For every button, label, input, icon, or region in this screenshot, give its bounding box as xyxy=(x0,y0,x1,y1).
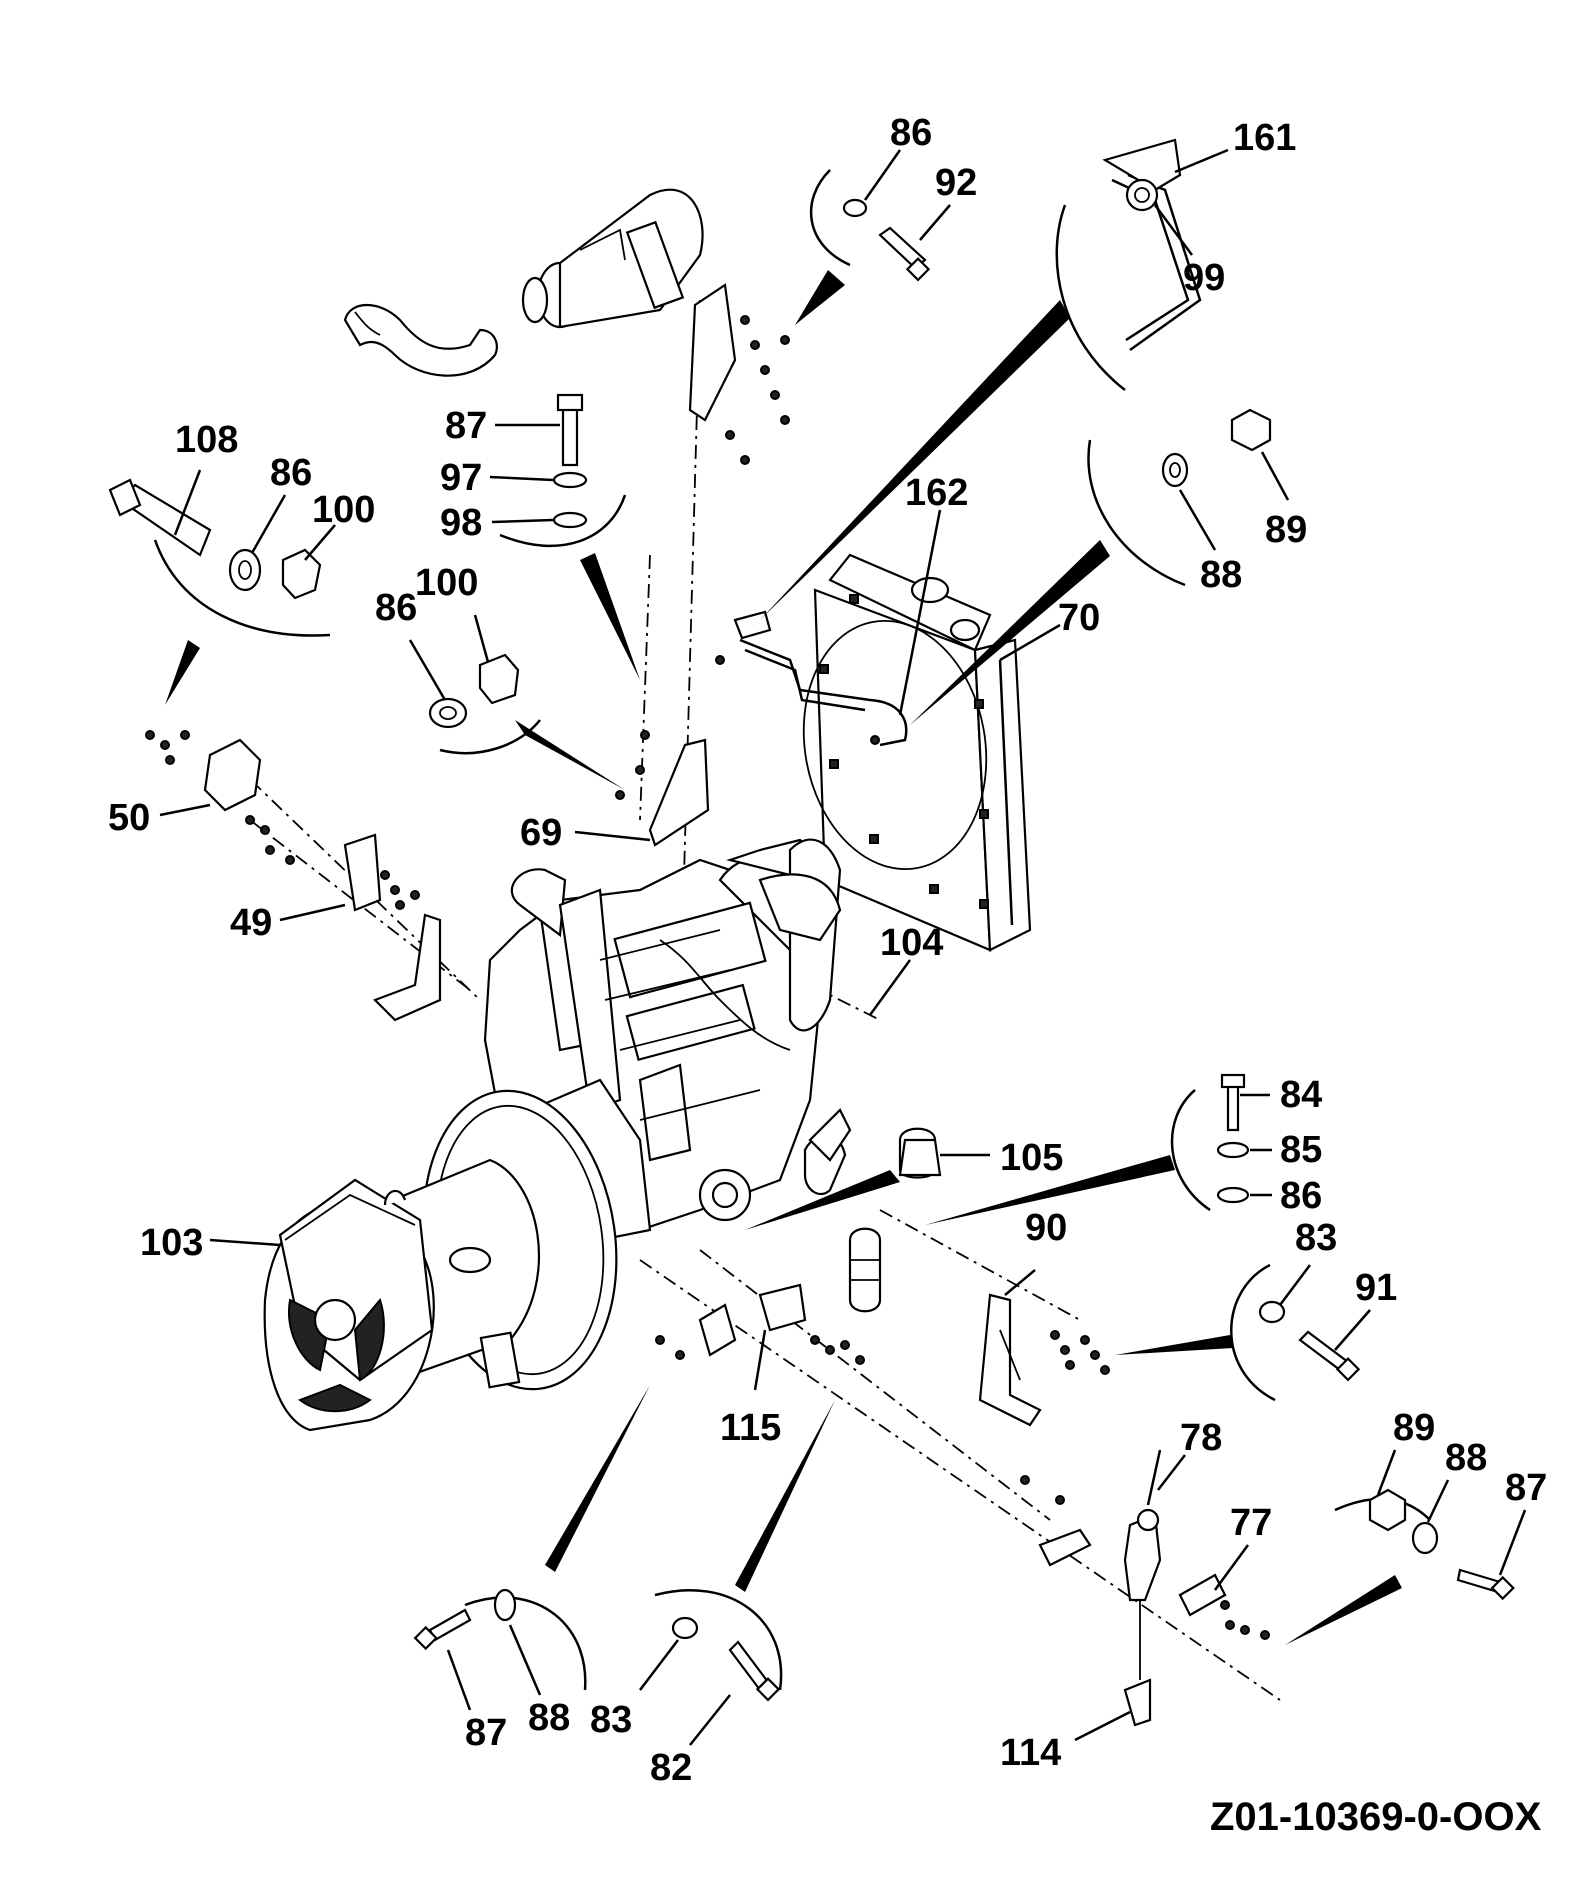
callout-86: 86 xyxy=(890,112,932,154)
isolators-and-fuel-filter xyxy=(655,1227,882,1365)
callout-162: 162 xyxy=(905,472,968,514)
callout-82: 82 xyxy=(650,1747,692,1789)
callout-88: 88 xyxy=(1200,554,1242,596)
callout-97: 97 xyxy=(440,457,482,499)
callout-115: 115 xyxy=(720,1407,781,1449)
callout-50: 50 xyxy=(108,797,150,839)
fuel-primer-assembly xyxy=(1020,1449,1270,1727)
callout-89: 89 xyxy=(1393,1407,1435,1449)
callout-91: 91 xyxy=(1355,1267,1397,1309)
callout-86: 86 xyxy=(1280,1175,1322,1217)
air-cleaner-assembly xyxy=(343,188,704,377)
air-cleaner-bracket xyxy=(615,283,790,847)
callout-161: 161 xyxy=(1233,117,1296,159)
detail-bubble-arcs xyxy=(153,169,1431,1691)
callout-100: 100 xyxy=(415,562,478,604)
leader-lines xyxy=(159,148,1527,1746)
callout-105: 105 xyxy=(1000,1137,1063,1179)
callout-99: 99 xyxy=(1183,257,1225,299)
callout-88: 88 xyxy=(528,1697,570,1739)
callout-83: 83 xyxy=(590,1699,632,1741)
callout-86: 86 xyxy=(270,452,312,494)
callout-87: 87 xyxy=(465,1712,507,1754)
callout-103: 103 xyxy=(140,1222,203,1264)
callout-69: 69 xyxy=(520,812,562,854)
callout-49: 49 xyxy=(230,902,272,944)
callout-86: 86 xyxy=(375,587,417,629)
overflow-tube xyxy=(715,610,908,747)
callout-84: 84 xyxy=(1280,1074,1322,1116)
radiator xyxy=(802,553,1032,952)
callout-104: 104 xyxy=(880,922,943,964)
detail-pointer-wedges xyxy=(165,270,1402,1645)
callout-83: 83 xyxy=(1295,1217,1337,1259)
callout-87: 87 xyxy=(1505,1467,1547,1509)
callout-92: 92 xyxy=(935,162,977,204)
callout-114: 114 xyxy=(1000,1732,1061,1774)
callout-108: 108 xyxy=(175,419,238,461)
callout-98: 98 xyxy=(440,502,482,544)
callout-85: 85 xyxy=(1280,1129,1322,1171)
callout-labels: 86 92 161 99 87 97 98 108 86 100 162 88 … xyxy=(108,112,1547,1789)
callout-87: 87 xyxy=(445,405,487,447)
detail-hardware xyxy=(108,138,1515,1702)
callout-88: 88 xyxy=(1445,1437,1487,1479)
engine-mount-brackets xyxy=(145,730,1110,1427)
drawing-number: Z01-10369-0-OOX xyxy=(1210,1795,1542,1839)
generator xyxy=(263,1089,618,1432)
callout-90: 90 xyxy=(1025,1207,1067,1249)
callout-78: 78 xyxy=(1180,1417,1222,1459)
callout-70: 70 xyxy=(1058,597,1100,639)
callout-77: 77 xyxy=(1230,1502,1272,1544)
callout-100: 100 xyxy=(312,489,375,531)
callout-89: 89 xyxy=(1265,509,1307,551)
